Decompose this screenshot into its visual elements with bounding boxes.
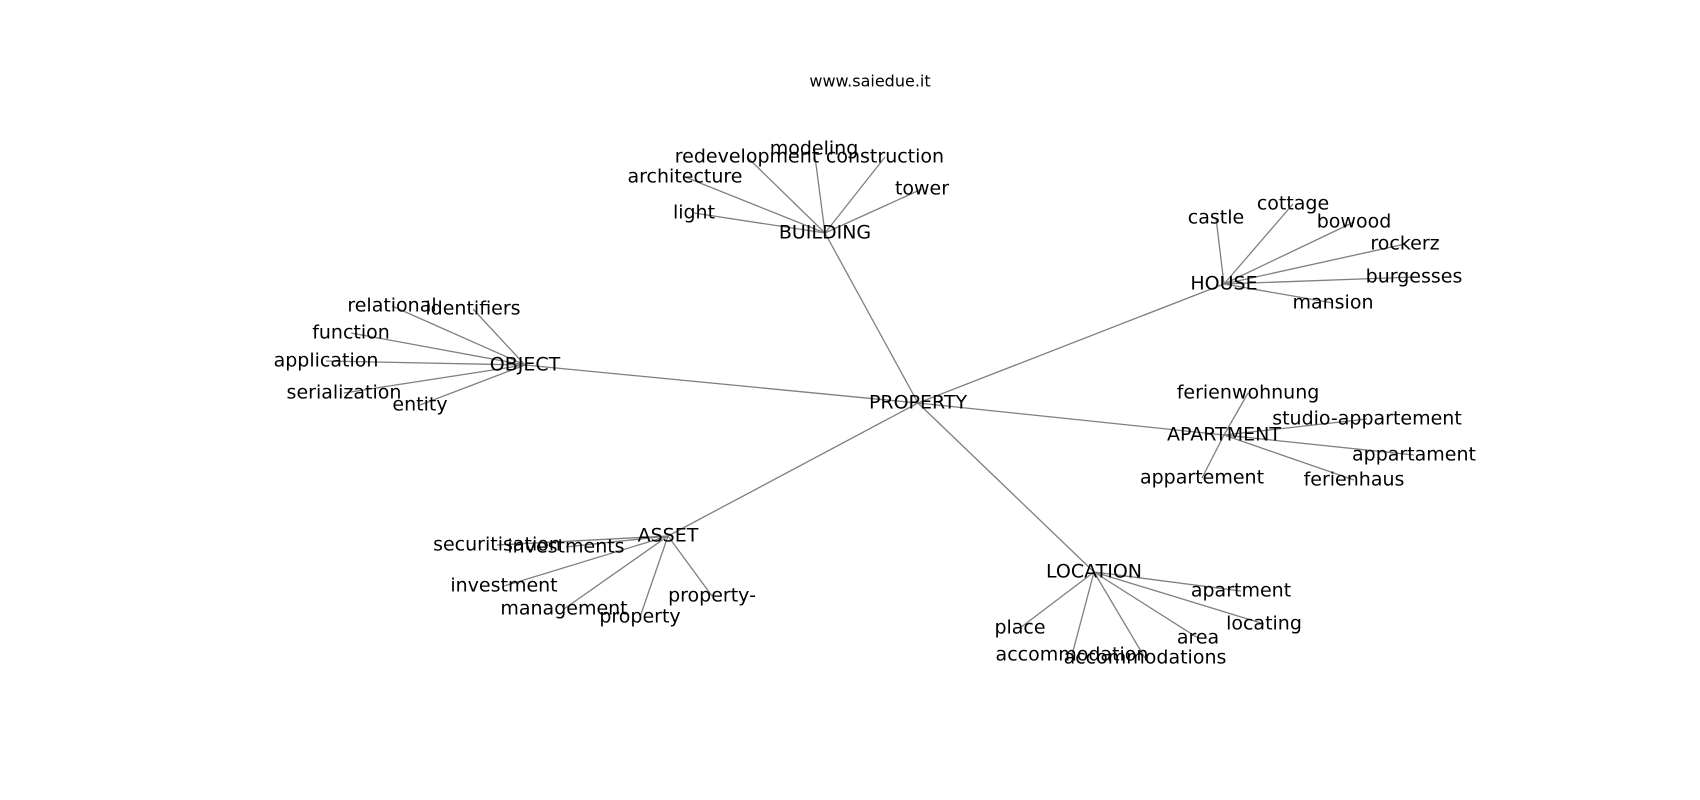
leaf-node-label: construction <box>826 146 944 168</box>
leaf-node-label: tower <box>895 178 949 200</box>
edge-root-location <box>917 402 1095 573</box>
edge-location-leaf <box>1093 571 1146 659</box>
leaf-node-label: accommodations <box>1064 647 1227 669</box>
edge-root-apartment <box>917 402 1225 436</box>
edge-root-object <box>524 364 919 404</box>
leaf-node-label: investments <box>507 536 624 558</box>
edge-location-leaf <box>1093 571 1265 625</box>
leaf-node-label: management <box>500 598 627 620</box>
edge-location-leaf <box>1019 571 1095 629</box>
leaf-node-label: cottage <box>1257 193 1329 215</box>
leaf-node-label: apartment <box>1191 580 1291 602</box>
leaf-node-label: castle <box>1188 207 1244 229</box>
leaf-node-label: light <box>673 202 715 224</box>
edge-apartment-leaf <box>1223 392 1249 436</box>
leaf-node-label: identifiers <box>425 298 520 320</box>
hub-node-label: LOCATION <box>1046 561 1142 583</box>
edge-building-leaf <box>824 156 886 234</box>
leaf-node-label: accommodation <box>996 644 1149 666</box>
leaf-node-label: securitisation <box>433 534 561 556</box>
leaf-node-label: property <box>599 606 680 628</box>
edge-root-house <box>917 283 1225 404</box>
edge-object-leaf <box>350 332 526 366</box>
edge-house-leaf <box>1223 283 1334 304</box>
leaf-node-label: modeling <box>770 138 859 160</box>
leaf-node-label: function <box>312 322 390 344</box>
edge-object-leaf <box>419 364 526 406</box>
root-node-label: PROPERTY <box>869 392 968 414</box>
edge-object-leaf <box>472 308 526 366</box>
leaf-node-label: entity <box>392 394 447 416</box>
edge-asset-leaf <box>503 535 669 587</box>
leaf-node-label: ferienhaus <box>1304 469 1405 491</box>
edge-house-leaf <box>1223 276 1415 285</box>
edge-building-leaf <box>824 188 923 234</box>
edge-root-building <box>824 232 919 404</box>
site-label: www.saiedue.it <box>809 72 930 91</box>
hub-node-label: OBJECT <box>490 354 561 376</box>
hub-node-label: ASSET <box>638 525 699 547</box>
edge-apartment-leaf <box>1223 434 1415 456</box>
edge-building-leaf <box>813 148 826 234</box>
edge-object-leaf <box>391 305 526 366</box>
leaf-node-label: relational <box>347 295 436 317</box>
graph-labels: PROPERTY BUILDING redevelopmentmodelingcon… <box>274 138 1476 669</box>
leaf-node-label: studio-appartement <box>1272 408 1462 430</box>
edge-house-leaf <box>1223 221 1355 285</box>
edge-building-leaf <box>684 176 826 234</box>
leaf-node-label: property- <box>668 585 756 607</box>
edge-location-leaf <box>1071 571 1095 656</box>
hub-node-label: APARTMENT <box>1167 424 1281 446</box>
edge-asset-leaf <box>667 535 713 597</box>
edge-apartment-leaf <box>1201 434 1225 479</box>
edge-house-leaf <box>1223 203 1294 285</box>
leaf-node-label: area <box>1177 627 1219 649</box>
edge-asset-leaf <box>565 535 669 548</box>
leaf-node-label: mansion <box>1292 292 1373 314</box>
edge-location-leaf <box>1093 571 1199 639</box>
edge-house-leaf <box>1223 243 1406 285</box>
edge-object-leaf <box>343 364 526 394</box>
leaf-node-label: rockerz <box>1370 233 1439 255</box>
leaf-node-label: architecture <box>628 166 743 188</box>
edge-object-leaf <box>325 360 526 366</box>
edge-location-leaf <box>1093 571 1242 592</box>
leaf-node-label: serialization <box>287 382 402 404</box>
leaf-node-label: appartement <box>1140 467 1264 489</box>
leaf-node-label: burgesses <box>1366 266 1463 288</box>
edge-asset-leaf <box>639 535 669 618</box>
leaf-node-label: application <box>274 350 379 372</box>
edge-root-asset <box>667 402 919 537</box>
leaf-node-label: place <box>994 617 1045 639</box>
leaf-node-label: redevelopment <box>675 146 819 168</box>
edge-house-leaf <box>1215 217 1225 285</box>
hub-node-label: HOUSE <box>1190 273 1257 295</box>
leaf-node-label: investment <box>450 575 557 597</box>
leaf-node-label: locating <box>1226 613 1302 635</box>
edge-building-leaf <box>693 212 826 234</box>
edge-apartment-leaf <box>1223 418 1368 436</box>
graph-edges <box>325 148 1415 659</box>
edge-asset-leaf <box>496 535 669 546</box>
edge-apartment-leaf <box>1223 434 1355 481</box>
edge-building-leaf <box>746 156 826 234</box>
hub-node-label: BUILDING <box>779 222 871 244</box>
leaf-node-label: ferienwohnung <box>1177 382 1320 404</box>
leaf-node-label: appartament <box>1352 444 1476 466</box>
leaf-node-label: bowood <box>1317 211 1392 233</box>
edge-asset-leaf <box>563 535 669 610</box>
